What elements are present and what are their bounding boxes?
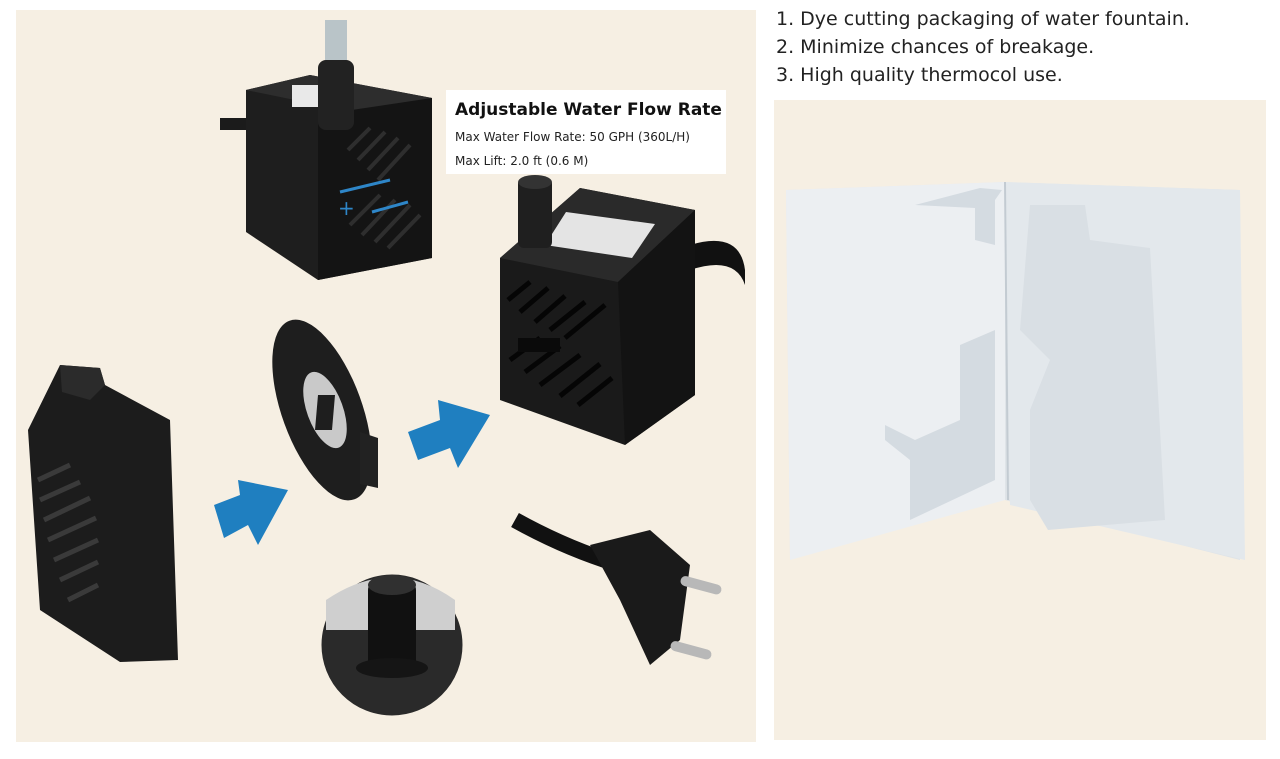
impeller-plate: [272, 319, 378, 501]
direction-arrows: [214, 400, 490, 545]
spec-flow-rate: Max Water Flow Rate: 50 GPH (360L/H): [455, 130, 690, 144]
svg-text:+: +: [338, 196, 355, 220]
spec-title: Adjustable Water Flow Rate: [455, 100, 722, 120]
pump-main-view: [500, 175, 745, 445]
spec-max-lift: Max Lift: 2.0 ft (0.6 M): [455, 154, 589, 168]
pump-cover: [28, 365, 178, 662]
power-plug: [511, 513, 722, 665]
feature-1: 1. Dye cutting packaging of water founta…: [776, 8, 1190, 30]
spec-callout: [446, 90, 726, 174]
pump-top-view: +: [220, 20, 432, 280]
feature-3: 3. High quality thermocol use.: [776, 64, 1063, 86]
outlet-closeup: [318, 571, 466, 719]
feature-2: 2. Minimize chances of breakage.: [776, 36, 1095, 58]
foam-packaging: [786, 181, 1245, 560]
